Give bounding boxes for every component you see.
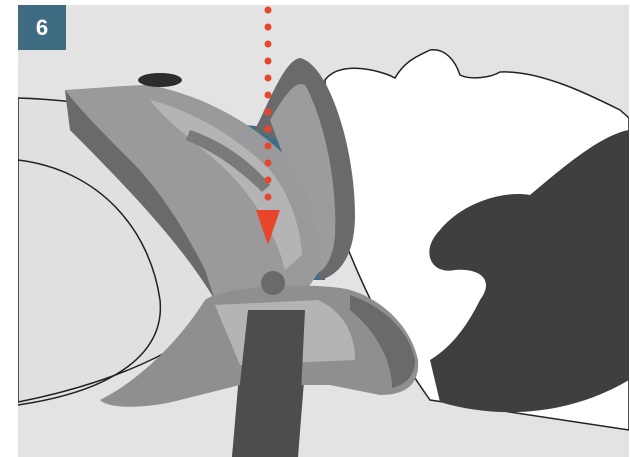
collar-body — [65, 85, 320, 300]
step-number: 6 — [35, 14, 49, 40]
downward-arrow-indicator — [256, 6, 280, 245]
collar-lower-dark-edge — [350, 295, 416, 388]
collar-body-highlight — [150, 100, 302, 270]
collar-top-knob — [138, 73, 182, 87]
hair — [429, 130, 629, 413]
arrow-head — [256, 210, 280, 245]
step-number-badge: 6 — [18, 5, 66, 50]
collar-body-dark — [65, 90, 215, 300]
collar-strap-front — [232, 310, 305, 457]
shoulder-curve — [18, 159, 162, 406]
collar-rivet — [261, 271, 285, 295]
collar-chin-support-light — [270, 84, 336, 275]
collar-body-stripe — [186, 130, 270, 192]
